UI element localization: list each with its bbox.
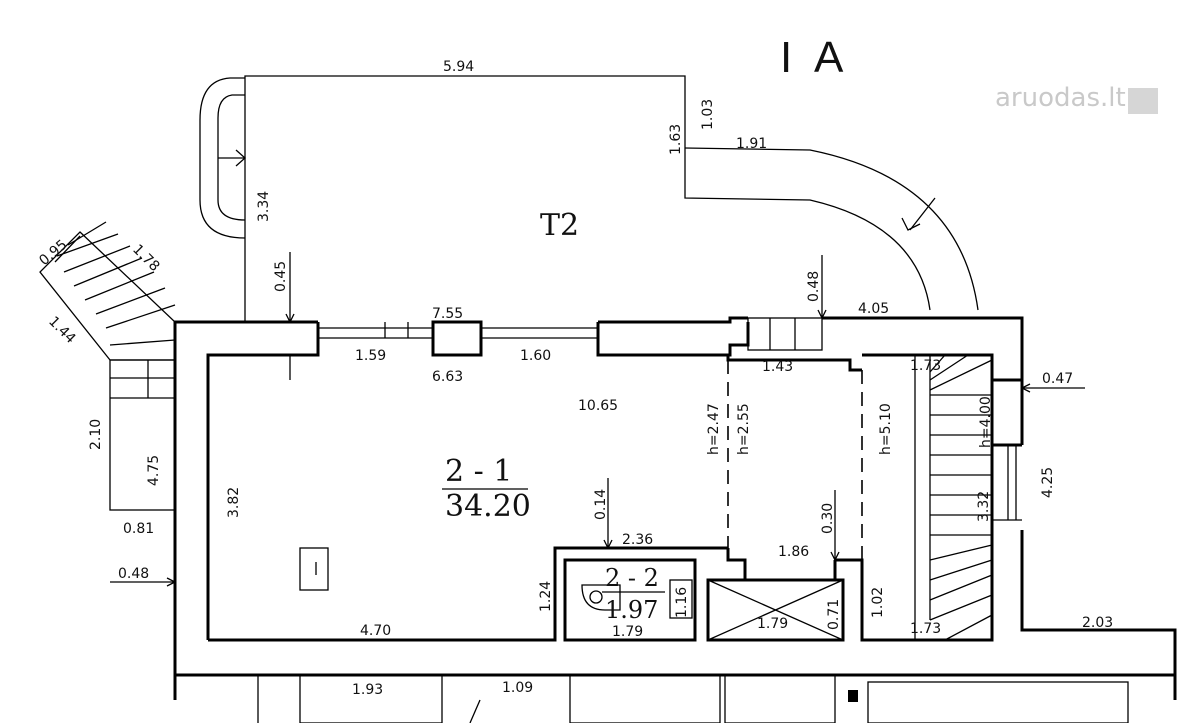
room-area-2-2: 1.97 [605, 596, 658, 624]
dim-2-10: 2.10 [88, 419, 104, 450]
dim-1-09: 1.09 [502, 680, 533, 696]
dim-1-60: 1.60 [520, 348, 551, 364]
dim-4-75: 4.75 [146, 455, 162, 486]
dim-1-91: 1.91 [736, 136, 767, 152]
toilet-fixture [581, 584, 621, 611]
dim-3-34: 3.34 [256, 191, 272, 222]
dimension-leaders [110, 252, 1085, 587]
fixtures [299, 547, 844, 641]
room-label-2-1: 2 - 1 [445, 454, 512, 489]
dim-h-4-00: h=4.00 [978, 396, 994, 448]
dim-1-16: 1.16 [674, 587, 690, 618]
dim-2-03: 2.03 [1082, 615, 1113, 631]
dim-1-79-wc: 1.79 [612, 624, 643, 640]
dim-0-47: 0.47 [1042, 371, 1073, 387]
external-stair [39, 221, 176, 511]
watermark-house-icon [1128, 88, 1158, 114]
dim-1-78: 1.78 [129, 242, 162, 275]
dim-0-81: 0.81 [123, 521, 154, 537]
dim-0-71: 0.71 [826, 599, 842, 630]
dim-3-82: 3.82 [226, 487, 242, 518]
dim-4-05: 4.05 [858, 301, 889, 317]
building-walls [173, 316, 1177, 700]
sink-fixture [299, 547, 329, 591]
dim-0-95: 0.95 [36, 237, 70, 269]
dim-1-24: 1.24 [538, 581, 554, 612]
dim-4-70: 4.70 [360, 623, 391, 639]
dim-1-86: 1.86 [778, 544, 809, 560]
dim-1-73-bottom: 1.73 [910, 621, 941, 637]
terrace-outline [199, 75, 979, 322]
dim-1-03: 1.03 [700, 99, 716, 130]
dim-1-63: 1.63 [668, 124, 684, 155]
room-label-2-2: 2 - 2 [605, 564, 659, 592]
dim-h-2-55: h=2.55 [736, 403, 752, 455]
dim-1-43: 1.43 [762, 359, 793, 375]
dim-6-63: 6.63 [432, 369, 463, 385]
dim-h-5-10: h=5.10 [878, 403, 894, 455]
dim-0-48-top: 0.48 [806, 271, 822, 302]
watermark-text: aruodas.lt [995, 83, 1126, 113]
washbasin-fixture [669, 579, 693, 619]
dim-3-32: 3.32 [976, 491, 992, 522]
dim-10-65: 10.65 [578, 398, 618, 414]
plan-title: I A [780, 33, 849, 82]
dim-1-59: 1.59 [355, 348, 386, 364]
dim-4-25: 4.25 [1040, 467, 1056, 498]
dim-h-2-47: h=2.47 [706, 403, 722, 455]
dim-7-55: 7.55 [432, 306, 463, 322]
dim-0-30: 0.30 [820, 503, 836, 534]
dashed-boundaries [727, 360, 863, 560]
dim-1-02: 1.02 [870, 587, 886, 618]
internal-stair [914, 354, 993, 641]
dim-5-94: 5.94 [443, 59, 474, 75]
dim-2-36: 2.36 [622, 532, 653, 548]
watermark: aruodas.lt [995, 83, 1158, 114]
dim-1-73-top: 1.73 [910, 358, 941, 374]
room-area-2-1: 34.20 [445, 489, 531, 524]
dim-0-48-left: 0.48 [118, 566, 149, 582]
dim-0-45: 0.45 [273, 261, 289, 292]
dim-0-14: 0.14 [593, 489, 609, 520]
dim-1-44: 1.44 [45, 314, 78, 347]
dim-1-93: 1.93 [352, 682, 383, 698]
room-label-t2: T2 [540, 208, 579, 243]
dim-1-79-shaft: 1.79 [757, 616, 788, 632]
lower-rooms [175, 673, 1175, 723]
